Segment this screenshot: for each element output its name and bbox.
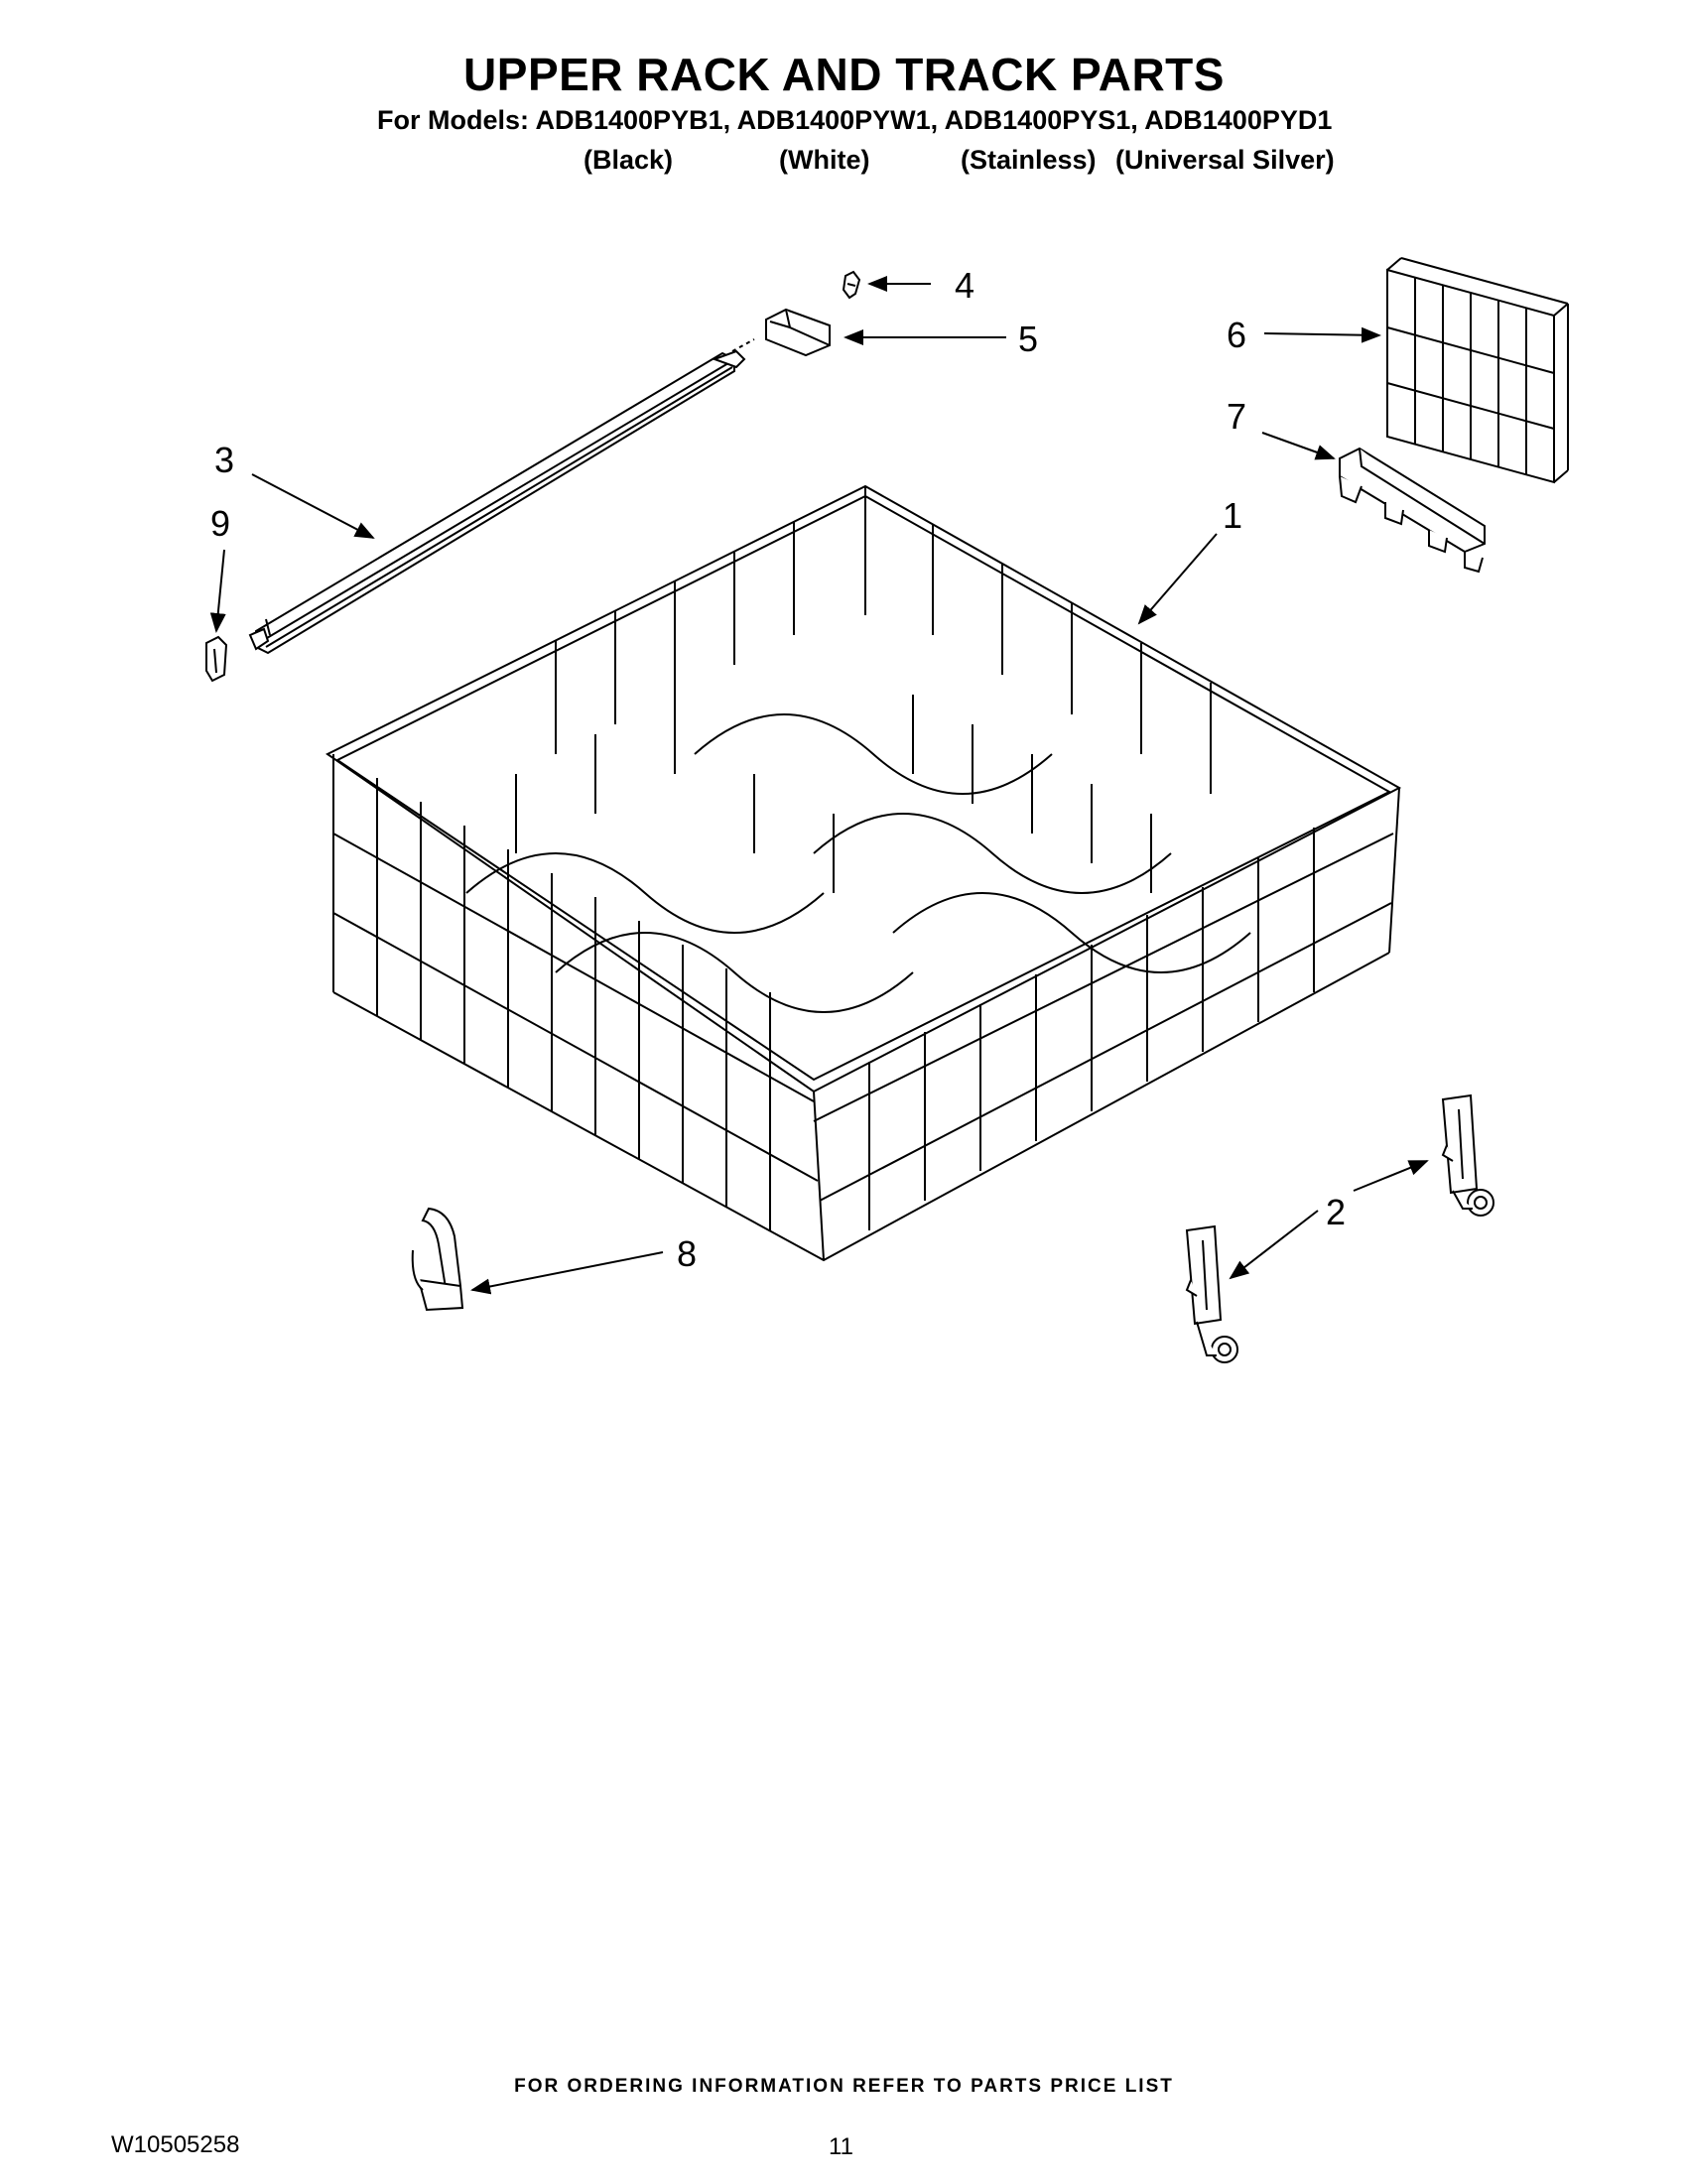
page-title: UPPER RACK AND TRACK PARTS <box>463 49 1225 100</box>
leader-2a <box>1229 1210 1319 1280</box>
callout-1: 1 <box>1223 495 1242 536</box>
part-2-roller-left <box>1185 1224 1238 1363</box>
callout-4: 4 <box>955 265 974 306</box>
leader-9 <box>209 549 226 633</box>
part-7-clip-bar <box>1339 447 1486 574</box>
part-3-track-rail <box>248 338 755 655</box>
color-white: (White) <box>779 145 870 175</box>
part-1-upper-rack <box>325 484 1402 1262</box>
leader-3 <box>251 473 375 539</box>
callout-3: 3 <box>214 440 234 480</box>
models-line: For Models: ADB1400PYB1, ADB1400PYW1, AD… <box>377 105 1333 135</box>
color-stainless: (Stainless) <box>961 145 1097 175</box>
callout-9: 9 <box>210 503 230 544</box>
leader-8 <box>470 1251 664 1295</box>
callout-6: 6 <box>1227 315 1246 355</box>
part-2-roller-right <box>1441 1093 1494 1217</box>
leader-2b <box>1353 1160 1429 1192</box>
color-black: (Black) <box>584 145 674 175</box>
leader-6 <box>1263 326 1381 343</box>
part-5-end-cap <box>765 308 831 357</box>
part-8-clip <box>411 1207 464 1312</box>
callout-5: 5 <box>1018 319 1038 359</box>
part-6-cup-shelf <box>1386 257 1569 484</box>
callout-8: 8 <box>677 1233 697 1274</box>
part-4-clip <box>842 270 861 300</box>
leader-7 <box>1261 432 1336 460</box>
callout-7: 7 <box>1227 396 1246 437</box>
document-part-number: W10505258 <box>111 2131 240 2158</box>
part-9-end-stop <box>205 635 228 683</box>
leader-1 <box>1137 533 1218 625</box>
page-number: 11 <box>829 2133 853 2160</box>
color-universal-silver: (Universal Silver) <box>1115 145 1335 175</box>
ordering-note: FOR ORDERING INFORMATION REFER TO PARTS … <box>514 2076 1174 2097</box>
callout-2: 2 <box>1326 1192 1346 1232</box>
